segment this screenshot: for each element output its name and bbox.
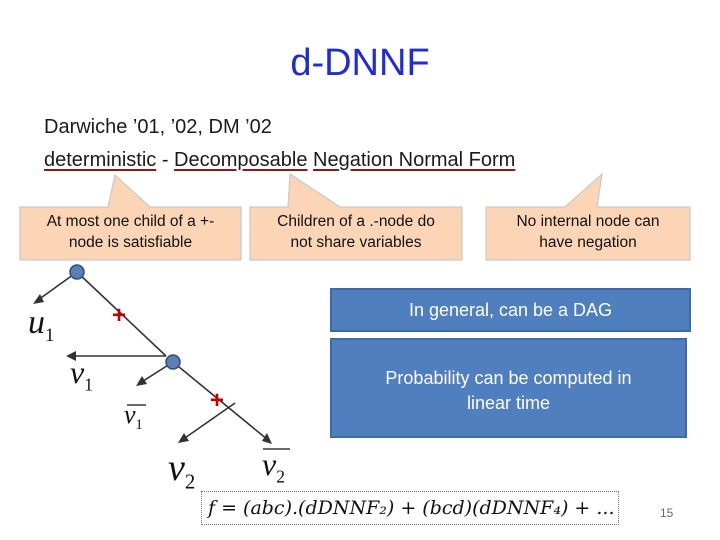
probability-box-line2: linear time bbox=[466, 393, 551, 413]
expansion-line: deterministic - Decomposable Negation No… bbox=[44, 149, 515, 172]
dag-box: In general, can be a DAG bbox=[330, 288, 691, 332]
callout-determinism: At most one child of a +- node is satisf… bbox=[20, 211, 241, 253]
dag-box-text: In general, can be a DAG bbox=[408, 300, 613, 320]
var-not-v1: v1 bbox=[124, 400, 143, 434]
callout-determinism-line2: node is satisfiable bbox=[68, 234, 193, 251]
plus-node-2: + bbox=[210, 387, 225, 414]
callout-shape-determinism bbox=[19, 173, 242, 261]
callout-negation-line2: have negation bbox=[539, 234, 637, 251]
var-v2: v2 bbox=[168, 447, 196, 494]
callout-decomposability-line2: not share variables bbox=[290, 234, 422, 251]
formula-box: f = (abc).(dDNNF₂) + (bcd)(dDNNF₄) + ... bbox=[201, 491, 619, 525]
tree-arrowhead bbox=[66, 351, 76, 361]
tree-arrowhead bbox=[178, 433, 189, 443]
slide-title: d-DNNF bbox=[290, 42, 430, 84]
tree-arrowhead bbox=[262, 433, 272, 444]
tree-node-root bbox=[69, 264, 85, 280]
tree-node-inner bbox=[165, 354, 181, 370]
term-separator: - bbox=[156, 149, 175, 171]
probability-box-line1: Probability can be computed in bbox=[385, 368, 632, 388]
term-decomposable: Decomposable bbox=[174, 149, 308, 171]
callout-shape-negation bbox=[485, 172, 691, 261]
var-v1: v1 bbox=[70, 354, 93, 395]
callout-decomposability-line1: Children of a .-node do bbox=[277, 213, 435, 230]
callout-negation-line1: No internal node can bbox=[516, 213, 660, 230]
var-not-v2: v2 bbox=[262, 446, 285, 487]
plus-node-1: + bbox=[112, 302, 127, 329]
callout-determinism-line1: At most one child of a +- bbox=[46, 213, 215, 230]
term-deterministic: deterministic bbox=[44, 149, 157, 171]
tree-edge bbox=[172, 361, 269, 441]
tree-edge bbox=[181, 402, 236, 441]
probability-box: Probability can be computed in linear ti… bbox=[330, 338, 687, 438]
callout-negation: No internal node can have negation bbox=[486, 211, 690, 253]
term-nnf: Negation Normal Form bbox=[313, 149, 516, 171]
var-u1: u1 bbox=[28, 304, 55, 346]
citation-line: Darwiche ’01, ’02, DM ’02 bbox=[44, 116, 272, 138]
tree-edge bbox=[37, 271, 78, 301]
tree-arrowhead bbox=[136, 376, 147, 386]
page-number: 15 bbox=[660, 506, 674, 520]
tree-edge bbox=[76, 271, 167, 357]
tree-arrowhead bbox=[33, 294, 44, 304]
callout-shape-decomposability bbox=[249, 172, 463, 261]
callout-decomposability: Children of a .-node do not share variab… bbox=[250, 211, 462, 253]
